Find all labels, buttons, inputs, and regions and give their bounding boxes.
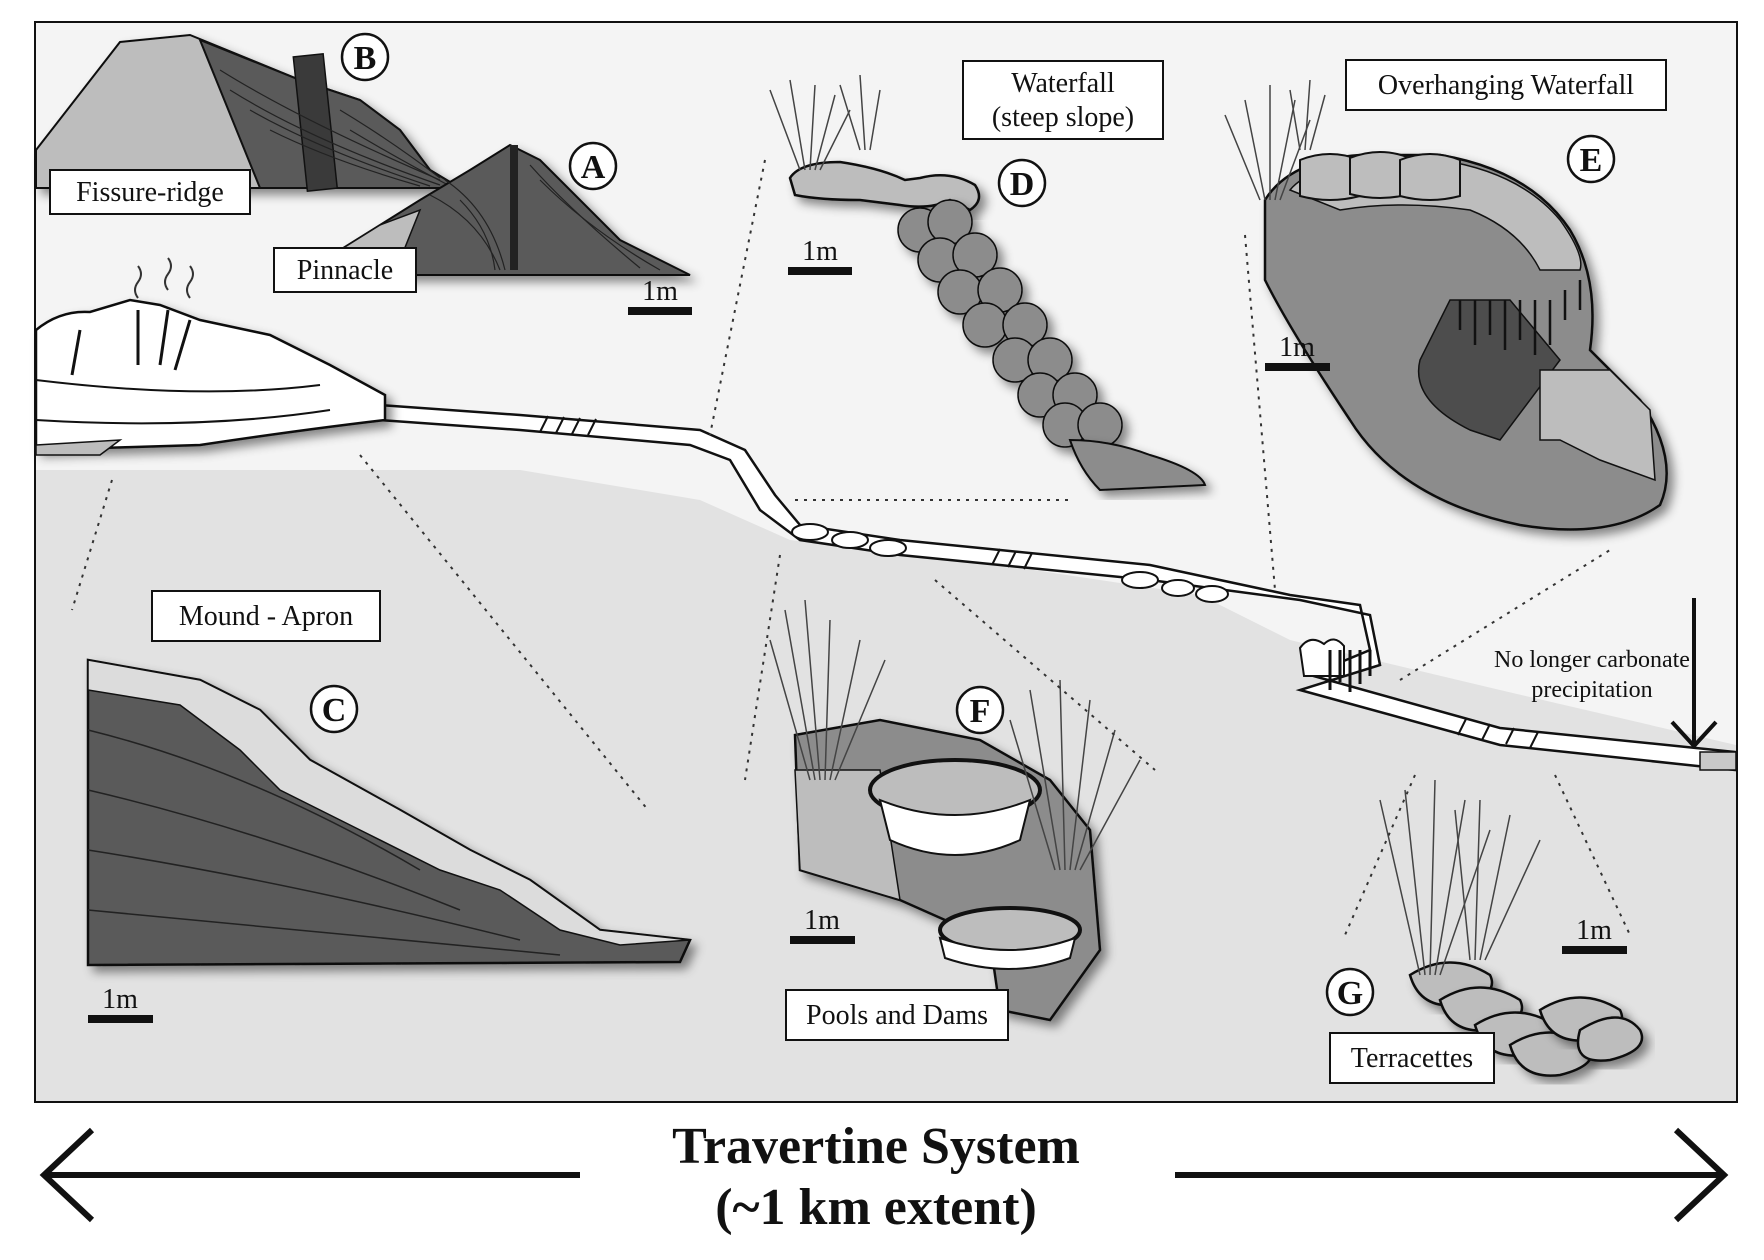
fissure-ridge-sketch xyxy=(35,33,464,193)
circled-letters: B A C D E F G xyxy=(309,32,1616,1017)
label-terracettes: Terracettes xyxy=(1351,1043,1473,1074)
letter-f: F xyxy=(970,693,991,730)
letter-c: C xyxy=(322,692,347,729)
terracettes-sketch xyxy=(1408,961,1644,1077)
reed-tufts xyxy=(769,74,1541,976)
scale-bars: 1m 1m 1m 1m 1m 1m xyxy=(88,236,1627,1023)
letter-d: D xyxy=(1010,166,1035,203)
label-no-longer-line2: precipitation xyxy=(1531,677,1652,703)
label-waterfall-line1: Waterfall xyxy=(1011,68,1115,99)
travertine-channel xyxy=(378,403,1737,772)
pools-and-dams-sketch xyxy=(793,718,1102,1022)
extent-arrow xyxy=(39,1127,1729,1223)
overhanging-waterfall-sketch xyxy=(1263,151,1668,531)
label-boxes: Fissure-ridge Pinnacle Mound - Apron Wat… xyxy=(49,59,1690,1084)
letter-g: G xyxy=(1337,975,1363,1012)
label-no-longer-line1: No longer carbonate xyxy=(1494,647,1690,673)
scale-label-a: 1m xyxy=(642,276,678,307)
letter-b: B xyxy=(354,40,377,77)
down-arrow-icon xyxy=(1670,598,1718,749)
scale-label-e: 1m xyxy=(1279,332,1315,363)
label-overhanging-waterfall: Overhanging Waterfall xyxy=(1378,70,1634,101)
label-fissure-ridge: Fissure-ridge xyxy=(76,177,224,208)
label-mound-apron: Mound - Apron xyxy=(179,601,353,632)
letter-a: A xyxy=(581,149,606,186)
connector-lines xyxy=(71,159,1631,936)
scale-label-c: 1m xyxy=(102,984,138,1015)
label-waterfall-line2: (steep slope) xyxy=(992,102,1134,133)
footer-title-line2: (~1 km extent) xyxy=(715,1179,1037,1236)
mound-sketch xyxy=(34,257,387,456)
scale-label-g: 1m xyxy=(1576,915,1612,946)
mound-apron-sketch xyxy=(86,658,692,967)
letter-e: E xyxy=(1580,142,1603,179)
scale-label-d: 1m xyxy=(802,236,838,267)
scale-label-f: 1m xyxy=(804,905,840,936)
label-pinnacle: Pinnacle xyxy=(297,255,393,286)
footer-title-line1: Travertine System xyxy=(672,1118,1080,1175)
waterfall-sketch xyxy=(788,160,1207,492)
label-pools-and-dams: Pools and Dams xyxy=(806,1000,988,1031)
